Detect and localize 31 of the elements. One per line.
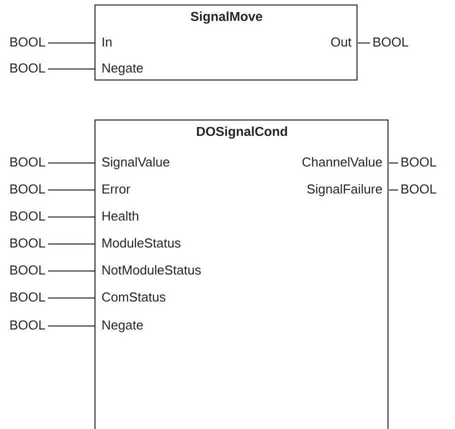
pin-label: Error bbox=[102, 184, 130, 194]
pin-label: ModuleStatus bbox=[102, 238, 181, 248]
data-type-label: BOOL bbox=[10, 292, 46, 302]
data-type-label: BOOL bbox=[402, 157, 436, 167]
data-type-label: BOOL bbox=[10, 211, 46, 221]
pin-label: ChannelValue bbox=[302, 157, 382, 167]
data-type-label: BOOL bbox=[402, 184, 436, 194]
data-type-label: BOOL bbox=[374, 37, 408, 47]
data-type-label: BOOL bbox=[10, 37, 46, 47]
pin-line bbox=[388, 162, 398, 164]
pin-line bbox=[358, 42, 370, 44]
pin-line bbox=[48, 42, 96, 44]
pin-line bbox=[48, 162, 96, 164]
pin-label: Out bbox=[331, 37, 352, 47]
data-type-label: BOOL bbox=[10, 238, 46, 248]
pin-label: Negate bbox=[102, 320, 143, 332]
data-type-label: BOOL bbox=[10, 63, 46, 73]
data-type-label: BOOL bbox=[10, 184, 46, 194]
pin-label: SignalValue bbox=[102, 157, 170, 170]
pin-label: NotModuleStatus bbox=[102, 265, 201, 275]
pin-label: In bbox=[102, 38, 112, 46]
data-type-label: BOOL bbox=[10, 320, 46, 330]
data-type-label: BOOL bbox=[10, 265, 46, 275]
pin-label: SignalFailure bbox=[307, 184, 382, 196]
pin-line bbox=[48, 68, 96, 70]
pin-label: Health bbox=[102, 211, 138, 221]
pin-line bbox=[48, 216, 96, 218]
pin-label: ComStatus bbox=[102, 292, 166, 302]
pin-line bbox=[48, 270, 96, 272]
data-type-label: BOOL bbox=[10, 157, 46, 167]
pin-label: Negate bbox=[102, 64, 143, 76]
